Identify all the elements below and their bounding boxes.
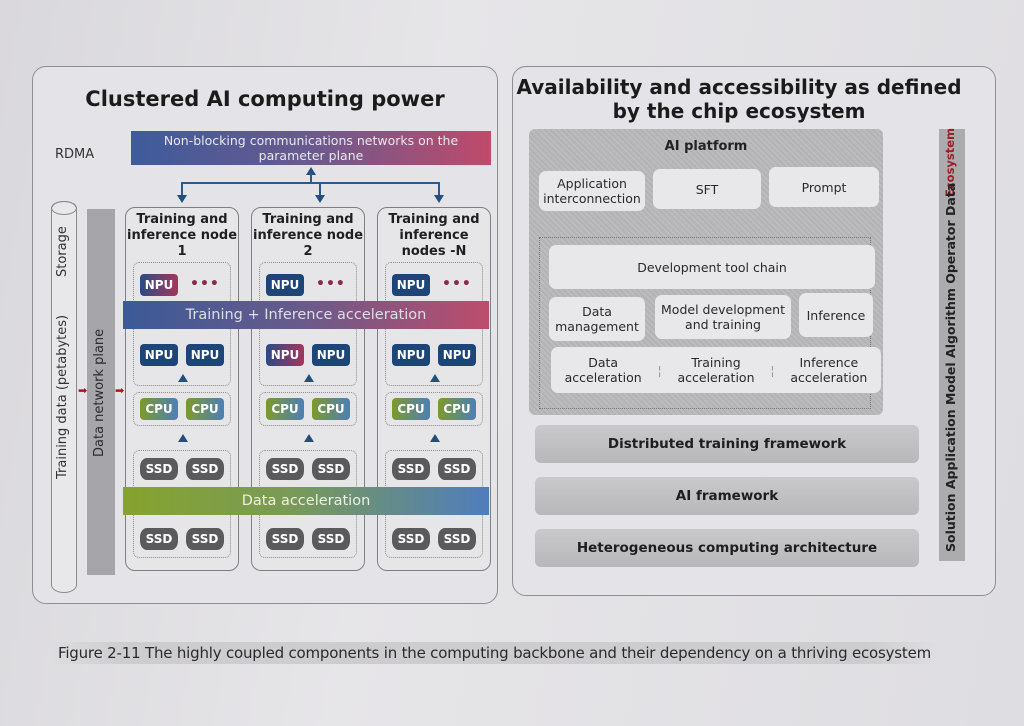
more-icon: •••: [442, 276, 472, 292]
ssd-drive: SSD: [312, 458, 350, 480]
node-title: Training and inference nodes -N: [388, 212, 480, 259]
arrow-up-icon: [430, 374, 440, 382]
ai-platform-label: AI platform: [664, 139, 748, 154]
cpu-chip: CPU: [140, 398, 178, 420]
npu-chip: NPU: [186, 344, 224, 366]
compute-node: Training and inference node 2 NPU ••• NP…: [251, 207, 365, 571]
arrow-up-icon: [430, 434, 440, 442]
platform-box: Data management: [549, 297, 645, 341]
arrow-up-icon: [178, 374, 188, 382]
chip-ecosystem-panel: Availability and accessibility as define…: [512, 66, 996, 596]
npu-chip: NPU: [140, 344, 178, 366]
arrow-up-icon: [178, 434, 188, 442]
ssd-drive: SSD: [140, 528, 178, 550]
ssd-drive: SSD: [392, 528, 430, 550]
ecosystem-items-label: Solution Application Model Algorithm Ope…: [943, 182, 958, 552]
data-network-label: Data network plane: [92, 328, 107, 457]
node-title: Training and inference node 1: [126, 212, 238, 259]
npu-chip: NPU: [438, 344, 476, 366]
cpu-chip: CPU: [438, 398, 476, 420]
acceleration-row: Data acceleration ¦ Training acceleratio…: [551, 347, 881, 393]
npu-chip: NPU: [312, 344, 350, 366]
ssd-drive: SSD: [392, 458, 430, 480]
training-inference-acceleration-bar: Training + Inference acceleration: [123, 301, 489, 329]
node-title: Training and inference node 2: [252, 212, 364, 259]
data-network-plane: [87, 209, 115, 575]
ssd-drive: SSD: [438, 528, 476, 550]
figure-caption: Figure 2-11 The highly coupled component…: [50, 642, 940, 664]
panel-title: Clustered AI computing power: [85, 87, 445, 111]
arrow-down-icon: [177, 195, 187, 203]
arrow-up-icon: [306, 167, 316, 175]
cpu-group: [385, 392, 483, 426]
panel-title: Availability and accessibility as define…: [516, 75, 962, 123]
connector-line: [310, 173, 312, 183]
acceleration-item: Inference acceleration: [790, 355, 868, 385]
divider: ¦: [657, 362, 662, 378]
compute-node: Training and inference node 1 NPU ••• NP…: [125, 207, 239, 571]
storage-cylinder: [50, 200, 77, 593]
cpu-chip: CPU: [312, 398, 350, 420]
more-icon: •••: [316, 276, 346, 292]
connector-line: [438, 182, 440, 196]
platform-box: Model development and training: [655, 295, 791, 339]
ssd-drive: SSD: [140, 458, 178, 480]
cpu-chip: CPU: [392, 398, 430, 420]
platform-box: Prompt: [769, 167, 879, 207]
ssd-drive: SSD: [438, 458, 476, 480]
training-data-label: Training data (petabytes): [55, 314, 70, 479]
connector-line: [319, 182, 321, 196]
cpu-chip: CPU: [266, 398, 304, 420]
platform-box: Inference: [799, 293, 873, 337]
framework-layer: Heterogeneous computing architecture: [535, 529, 919, 567]
cpu-chip: CPU: [186, 398, 224, 420]
framework-layer: Distributed training framework: [535, 425, 919, 463]
more-icon: •••: [190, 276, 220, 292]
parameter-network-bar: Non-blocking communications networks on …: [131, 131, 491, 165]
arrow-up-icon: [304, 434, 314, 442]
platform-box: SFT: [653, 169, 761, 209]
rdma-label: RDMA: [55, 147, 95, 162]
npu-chip: NPU: [140, 274, 178, 296]
npu-chip: NPU: [266, 344, 304, 366]
cpu-group: [133, 392, 231, 426]
npu-chip: NPU: [266, 274, 304, 296]
arrow-down-icon: [315, 195, 325, 203]
framework-layer: AI framework: [535, 477, 919, 515]
ssd-drive: SSD: [312, 528, 350, 550]
ssd-drive: SSD: [266, 528, 304, 550]
ssd-drive: SSD: [186, 458, 224, 480]
arrow-up-icon: [304, 374, 314, 382]
ssd-drive: SSD: [266, 458, 304, 480]
arrow-right-icon: ➡: [115, 384, 125, 397]
connector-line: [181, 182, 439, 184]
ssd-drive: SSD: [186, 528, 224, 550]
arrow-right-icon: ➡: [78, 384, 88, 397]
ecosystem-bar: [939, 129, 965, 561]
arrow-down-icon: [434, 195, 444, 203]
ai-platform: AI platform Application interconnection …: [529, 129, 883, 415]
acceleration-item: Data acceleration: [564, 355, 642, 385]
cpu-group: [259, 392, 357, 426]
compute-node: Training and inference nodes -N NPU ••• …: [377, 207, 491, 571]
data-acceleration-bar: Data acceleration: [123, 487, 489, 515]
acceleration-item: Training acceleration: [677, 355, 755, 385]
storage-label: Storage: [55, 226, 70, 277]
npu-chip: NPU: [392, 274, 430, 296]
clustered-computing-panel: Clustered AI computing power RDMA Non-bl…: [32, 66, 498, 604]
divider: ¦: [770, 362, 775, 378]
platform-box: Application interconnection: [539, 171, 645, 211]
toolchain-box: Development tool chain: [549, 245, 875, 289]
npu-chip: NPU: [392, 344, 430, 366]
connector-line: [181, 182, 183, 196]
